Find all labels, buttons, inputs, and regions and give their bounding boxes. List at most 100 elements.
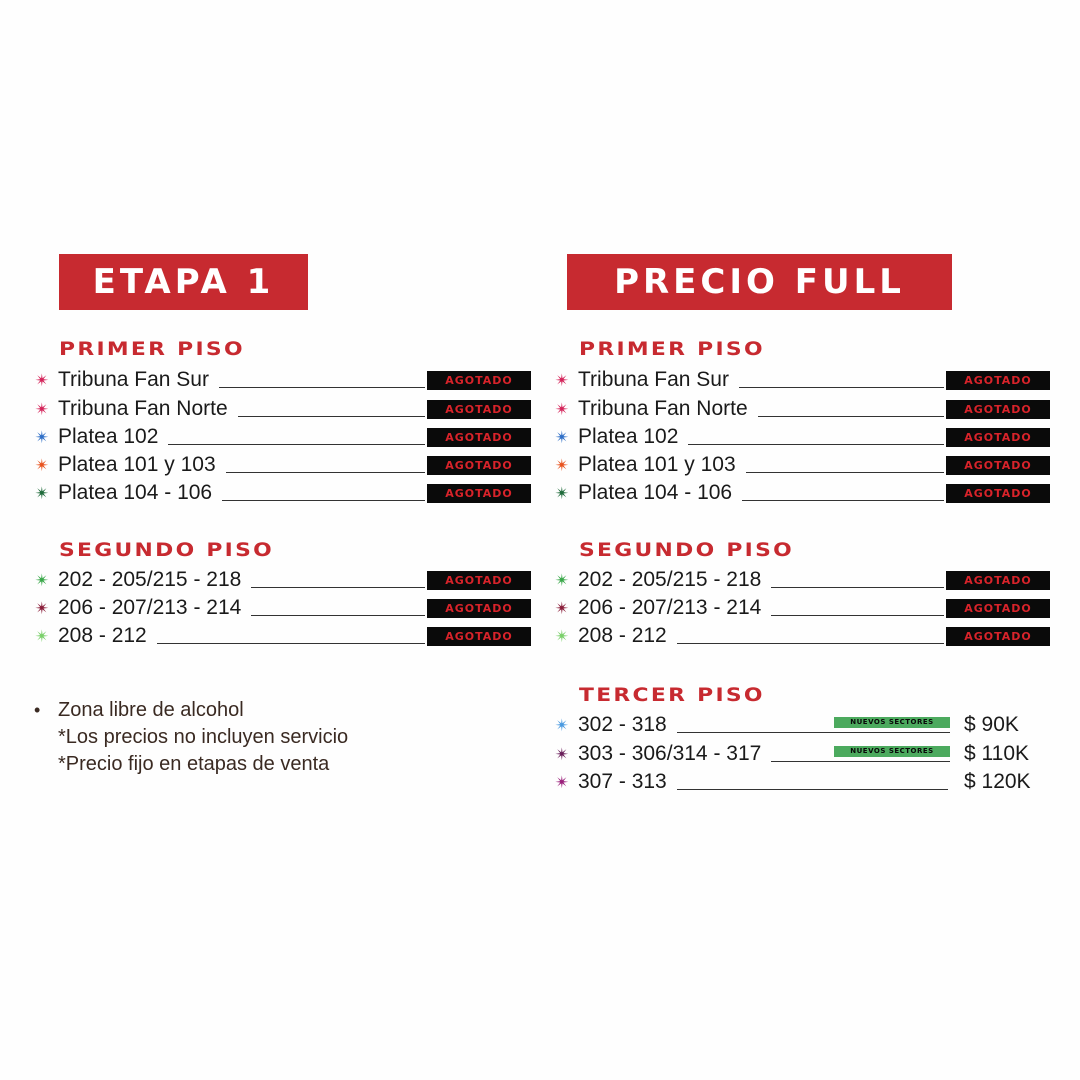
star-icon: ✴ xyxy=(554,399,570,419)
star-icon: ✴ xyxy=(34,483,50,503)
sold-out-badge: AGOTADO xyxy=(427,427,531,447)
sold-out-badge: AGOTADO xyxy=(946,399,1050,419)
star-icon: ✴ xyxy=(554,626,570,646)
full-floor3-title: TERCER PISO xyxy=(579,684,765,706)
stage1-floor1-row-0: ✴ Tribuna Fan Sur AGOTADO xyxy=(34,366,531,394)
sold-out-badge: AGOTADO xyxy=(427,626,531,646)
sector-label: 202 - 205/215 - 218 xyxy=(578,568,762,591)
leader-line xyxy=(218,387,425,388)
stage1-floor2-row-1: ✴ 206 - 207/213 - 214 AGOTADO xyxy=(34,594,531,622)
sector-label: Platea 104 - 106 xyxy=(578,481,733,504)
stage1-floor2-row-0: ✴ 202 - 205/215 - 218 AGOTADO xyxy=(34,566,531,594)
stage1-floor1-title: PRIMER PISO xyxy=(59,338,245,360)
star-icon: ✴ xyxy=(554,570,570,590)
star-icon: ✴ xyxy=(554,455,570,475)
full-floor1-row-4: ✴ Platea 104 - 106 AGOTADO xyxy=(554,479,1050,507)
leader-line xyxy=(168,444,425,445)
stage1-floor1-row-4: ✴ Platea 104 - 106 AGOTADO xyxy=(34,479,531,507)
sector-label: 208 - 212 xyxy=(578,624,667,647)
leader-line xyxy=(222,500,425,501)
leader-line xyxy=(676,643,944,644)
sector-label: 208 - 212 xyxy=(58,624,147,647)
stage1-floor2-row-2: ✴ 208 - 212 AGOTADO xyxy=(34,622,531,650)
leader-line xyxy=(156,643,425,644)
full-floor1-row-3: ✴ Platea 101 y 103 AGOTADO xyxy=(554,451,1050,479)
leader-line xyxy=(225,472,425,473)
star-icon: ✴ xyxy=(34,399,50,419)
leader-line xyxy=(237,416,425,417)
star-icon: ✴ xyxy=(554,598,570,618)
star-icon: ✴ xyxy=(554,715,570,735)
sector-label: Platea 102 xyxy=(58,425,159,448)
sector-label: Platea 104 - 106 xyxy=(58,481,213,504)
sold-out-badge: AGOTADO xyxy=(427,483,531,503)
full-floor1-title: PRIMER PISO xyxy=(579,338,765,360)
sold-out-badge: AGOTADO xyxy=(427,455,531,475)
full-floor2-row-0: ✴ 202 - 205/215 - 218 AGOTADO xyxy=(554,566,1050,594)
sold-out-badge: AGOTADO xyxy=(427,598,531,618)
leader-line xyxy=(676,789,948,790)
sector-label: Tribuna Fan Sur xyxy=(578,368,729,391)
sector-label: 302 - 318 xyxy=(578,713,667,736)
star-icon: ✴ xyxy=(554,370,570,390)
leader-line xyxy=(771,615,944,616)
stage1-floor1-row-3: ✴ Platea 101 y 103 AGOTADO xyxy=(34,451,531,479)
sold-out-badge: AGOTADO xyxy=(946,483,1050,503)
leader-line xyxy=(771,761,950,762)
leader-line xyxy=(757,416,944,417)
star-icon: ✴ xyxy=(34,570,50,590)
bullet-icon: • xyxy=(34,700,41,720)
leader-line xyxy=(251,615,425,616)
full-floor3-row-1: ✴ 303 - 306/314 - 317 NUEVOS SECTORES $ … xyxy=(554,740,1044,768)
full-floor2-title: SEGUNDO PISO xyxy=(579,539,795,561)
star-icon: ✴ xyxy=(554,744,570,764)
sector-label: Tribuna Fan Norte xyxy=(578,397,748,420)
note-line: *Precio fijo en etapas de venta xyxy=(58,753,330,775)
leader-line xyxy=(771,587,944,588)
full-floor2-row-2: ✴ 208 - 212 AGOTADO xyxy=(554,622,1050,650)
sector-label: Platea 101 y 103 xyxy=(58,453,216,476)
sector-label: Tribuna Fan Norte xyxy=(58,397,228,420)
leader-line xyxy=(676,732,950,733)
full-floor2-row-1: ✴ 206 - 207/213 - 214 AGOTADO xyxy=(554,594,1050,622)
stage1-floor1-row-2: ✴ Platea 102 AGOTADO xyxy=(34,423,531,451)
sold-out-badge: AGOTADO xyxy=(946,370,1050,390)
leader-line xyxy=(738,387,944,388)
full-floor1-row-1: ✴ Tribuna Fan Norte AGOTADO xyxy=(554,395,1050,423)
price-value: $ 90K xyxy=(964,713,1019,736)
sector-label: Platea 101 y 103 xyxy=(578,453,736,476)
full-floor1-row-0: ✴ Tribuna Fan Sur AGOTADO xyxy=(554,366,1050,394)
sold-out-badge: AGOTADO xyxy=(427,570,531,590)
full-floor1-row-2: ✴ Platea 102 AGOTADO xyxy=(554,423,1050,451)
star-icon: ✴ xyxy=(554,772,570,792)
stage1-floor1-row-1: ✴ Tribuna Fan Norte AGOTADO xyxy=(34,395,531,423)
star-icon: ✴ xyxy=(34,626,50,646)
sector-label: 202 - 205/215 - 218 xyxy=(58,568,242,591)
leader-line xyxy=(251,587,425,588)
leader-line xyxy=(742,500,944,501)
full-floor3-row-0: ✴ 302 - 318 NUEVOS SECTORES $ 90K xyxy=(554,711,1044,739)
full-price-title: PRECIO FULL xyxy=(567,254,952,310)
sector-label: Tribuna Fan Sur xyxy=(58,368,209,391)
star-icon: ✴ xyxy=(554,483,570,503)
sector-label: 303 - 306/314 - 317 xyxy=(578,742,762,765)
stage1-floor2-title: SEGUNDO PISO xyxy=(59,539,275,561)
star-icon: ✴ xyxy=(34,455,50,475)
notes: •Zona libre de alcohol *Los precios no i… xyxy=(34,697,348,778)
sold-out-badge: AGOTADO xyxy=(946,427,1050,447)
note-line: •Zona libre de alcohol xyxy=(34,697,348,724)
star-icon: ✴ xyxy=(34,598,50,618)
note-line: *Los precios no incluyen servicio xyxy=(58,726,349,748)
star-icon: ✴ xyxy=(34,370,50,390)
sold-out-badge: AGOTADO xyxy=(427,370,531,390)
price-value: $ 110K xyxy=(964,742,1029,765)
sold-out-badge: AGOTADO xyxy=(427,399,531,419)
full-floor3-row-2: ✴ 307 - 313 $ 120K xyxy=(554,768,1044,796)
sold-out-badge: AGOTADO xyxy=(946,570,1050,590)
sector-label: 206 - 207/213 - 214 xyxy=(578,596,762,619)
new-sectors-badge: NUEVOS SECTORES xyxy=(834,716,950,728)
sector-label: 206 - 207/213 - 214 xyxy=(58,596,242,619)
sold-out-badge: AGOTADO xyxy=(946,626,1050,646)
leader-line xyxy=(745,472,944,473)
sold-out-badge: AGOTADO xyxy=(946,598,1050,618)
